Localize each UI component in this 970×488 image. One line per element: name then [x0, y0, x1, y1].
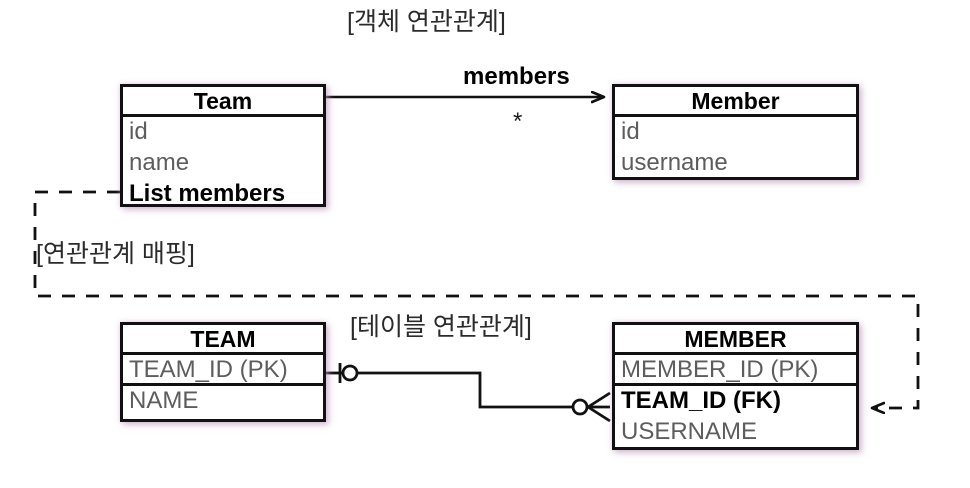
- table-box-member-title: MEMBER: [615, 325, 856, 355]
- class-attribute: id: [621, 118, 640, 145]
- class-box-team[interactable]: Team id name List members: [120, 84, 326, 207]
- class-box-team-attributes: id name List members: [123, 117, 323, 210]
- table-column: NAME: [129, 387, 199, 414]
- mapping-label: [연관관계 매핑]: [36, 240, 195, 268]
- class-box-member-title: Member: [615, 87, 856, 117]
- table-box-team[interactable]: TEAM TEAM_ID (PK) NAME: [120, 322, 326, 422]
- table-box-member[interactable]: MEMBER MEMBER_ID (PK) TEAM_ID (FK) USERN…: [612, 322, 859, 450]
- table-layer-title: [테이블 연관관계]: [350, 313, 532, 341]
- table-column: TEAM_ID (PK): [123, 355, 323, 386]
- table-box-team-columns: TEAM_ID (PK) NAME: [123, 355, 323, 417]
- class-attribute: List members: [129, 180, 286, 207]
- object-layer-title: [객체 연관관계]: [347, 8, 506, 36]
- table-box-team-title: TEAM: [123, 325, 323, 355]
- class-box-member-attributes: id username: [615, 117, 856, 179]
- class-box-team-title: Team: [123, 87, 323, 117]
- association-label-members: members: [463, 63, 570, 90]
- table-column: TEAM_ID (FK): [621, 387, 781, 414]
- association-multiplicity: *: [513, 108, 523, 135]
- class-attribute: username: [621, 149, 728, 176]
- class-attribute: id: [129, 118, 148, 145]
- table-column: USERNAME: [621, 418, 758, 445]
- class-attribute: name: [129, 149, 190, 176]
- class-box-member[interactable]: Member id username: [612, 84, 859, 180]
- fk-relationship-connector: [326, 363, 611, 423]
- table-box-member-columns: MEMBER_ID (PK) TEAM_ID (FK) USERNAME: [615, 355, 856, 448]
- table-column: MEMBER_ID (PK): [615, 355, 856, 386]
